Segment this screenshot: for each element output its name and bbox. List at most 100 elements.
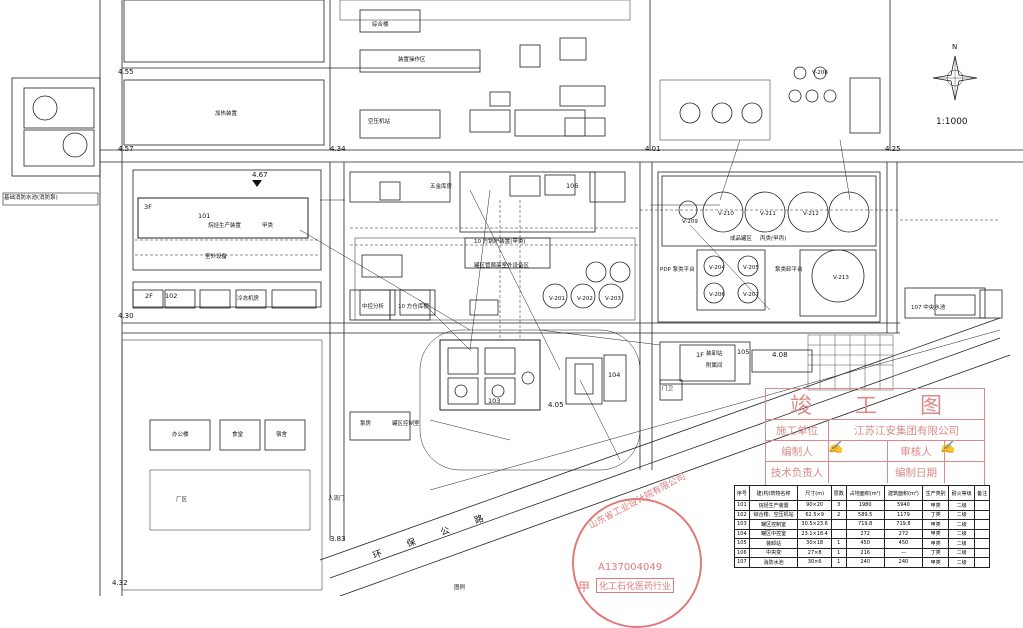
table-cell: 62.5×9 [797, 509, 832, 520]
table-cell: 1 [830, 538, 847, 549]
stamp-row1-right: 江苏江安集团有限公司 [854, 425, 959, 437]
table-cell [974, 538, 990, 549]
table-cell: 罐区控制室 [748, 519, 799, 530]
label-pipe-rack: 10 方锅炉装置(甲类) [474, 239, 526, 245]
label-104: 104 [608, 371, 621, 379]
table-cell: 丁类 [922, 547, 950, 558]
table-cell: 589.5 [845, 509, 885, 520]
table-cell: 甲类 [922, 500, 950, 511]
label-2f: 2F [145, 292, 153, 300]
elev-5: 4.25 [885, 145, 901, 153]
label-comp-room: 综合楼 [372, 22, 389, 28]
label-v210: V-210 [718, 211, 734, 217]
table-cell: 719.8 [845, 519, 885, 530]
label-storehouse: 10 方仓库棚 [398, 304, 429, 310]
label-tank-farm-class: 丙类(甲丙) [760, 236, 787, 242]
stamp-row2-b: 审核人 [888, 441, 945, 462]
completion-stamp: 竣 工 图 施工单位 江苏江安集团有限公司 编制人 审核人 技术负责人 编制日期 [765, 388, 985, 486]
label-tank-ctrl: 罐区控制室 [392, 421, 420, 427]
label-main-prod: 烷烃生产装置 [208, 223, 242, 229]
signature-1: ✍ [828, 440, 843, 454]
label-v201: V-201 [549, 296, 565, 302]
table-header: 耐火等级 [948, 485, 976, 501]
table-cell [974, 519, 990, 530]
table-cell: 101 [734, 500, 750, 511]
label-v203: V-203 [605, 296, 621, 302]
elev-10: 3.83 [330, 535, 346, 543]
label-v205: V-205 [743, 265, 759, 271]
table-cell [974, 509, 990, 520]
label-equip-zone: 装置操作区 [398, 57, 426, 63]
label-pressure-station: 空压机站 [368, 119, 391, 125]
label-pump-platform: PDP 泵类平台 [660, 267, 695, 273]
label-v208: V-208 [812, 70, 828, 76]
seal-field: 化工石化医药行业 [596, 578, 675, 593]
label-106: 106 [566, 182, 579, 190]
label-b101: 101 [198, 212, 211, 220]
table-cell: 1980 [845, 500, 885, 511]
building-schedule-table: 序号 建(构)筑物名称 尺寸(m) 层数 占地面积(m²) 建筑面积(m²) 生… [734, 485, 990, 568]
table-header: 序号 [734, 485, 750, 501]
table-header: 建(构)筑物名称 [748, 485, 799, 501]
table-cell [974, 500, 990, 511]
label-b102: 102 [165, 292, 178, 300]
table-cell: 装卸站 [748, 538, 799, 549]
label-guard: 门卫 [662, 386, 674, 392]
label-b105-name2: 附属间 [706, 363, 723, 369]
elev-3: 4.34 [330, 145, 346, 153]
table-cell: 1179 [883, 509, 924, 520]
table-cell: 450 [845, 538, 885, 549]
table-cell: 甲类 [922, 519, 950, 530]
label-heating: 加热装置 [215, 111, 238, 117]
label-tank-farm: 成品罐区 [730, 236, 753, 242]
label-canteen: 食堂 [232, 432, 244, 438]
table-cell: 272 [845, 528, 885, 539]
table-cell: 3 [830, 500, 847, 511]
table-cell: 5940 [883, 500, 924, 511]
label-v211: V-211 [760, 211, 776, 217]
table-cell: 2 [830, 509, 847, 520]
elev-4: 4.01 [645, 145, 661, 153]
table-header: 层数 [830, 485, 847, 501]
stamp-row3-a: 技术负责人 [766, 462, 829, 483]
table-cell: 30.5×23.6 [797, 519, 832, 530]
label-outdoor-equip: 室外设备 [205, 254, 228, 260]
label-pipe-rack2: 罐区管廊架室外设备区 [474, 263, 530, 269]
north-label: N [952, 43, 958, 51]
label-v207: V-207 [743, 292, 759, 298]
label-factory-area: 厂区 [176, 497, 188, 503]
stamp-row3-b: 编制日期 [888, 462, 945, 483]
label-b105-name: 装卸站 [706, 351, 723, 357]
stamp-row2-a: 编制人 [766, 441, 829, 462]
label-103: 103 [488, 397, 501, 405]
label-legend: 图例 [454, 585, 466, 591]
table-cell: 719.8 [883, 519, 924, 530]
table-header: 备注 [974, 485, 990, 501]
site-plan-drawing [2, 0, 1023, 596]
seal-mark: 甲 [578, 580, 591, 594]
table-cell: 90×20 [797, 500, 832, 511]
table-cell [974, 528, 990, 539]
table-cell: 二级 [948, 557, 976, 568]
label-mid-dist: 中控分析 [362, 304, 385, 310]
elev-1: 4.55 [118, 68, 134, 76]
label-v202: V-202 [577, 296, 593, 302]
table-cell: 30×6 [797, 557, 832, 568]
table-cell: 106 [734, 547, 750, 558]
table-cell: 23.1×18.4 [797, 528, 832, 539]
table-cell: 102 [734, 509, 750, 520]
table-cell: 烷烃生产装置 [748, 500, 799, 511]
elevation-marker [252, 180, 262, 187]
label-1f: 1F [696, 351, 704, 359]
label-prod-class: 甲类 [262, 223, 274, 229]
label-rm-cold: 冷冻机房 [237, 296, 260, 302]
seal-code: A137004049 [598, 562, 663, 573]
label-3f: 3F [144, 203, 152, 211]
table-cell: 甲类 [922, 557, 950, 568]
